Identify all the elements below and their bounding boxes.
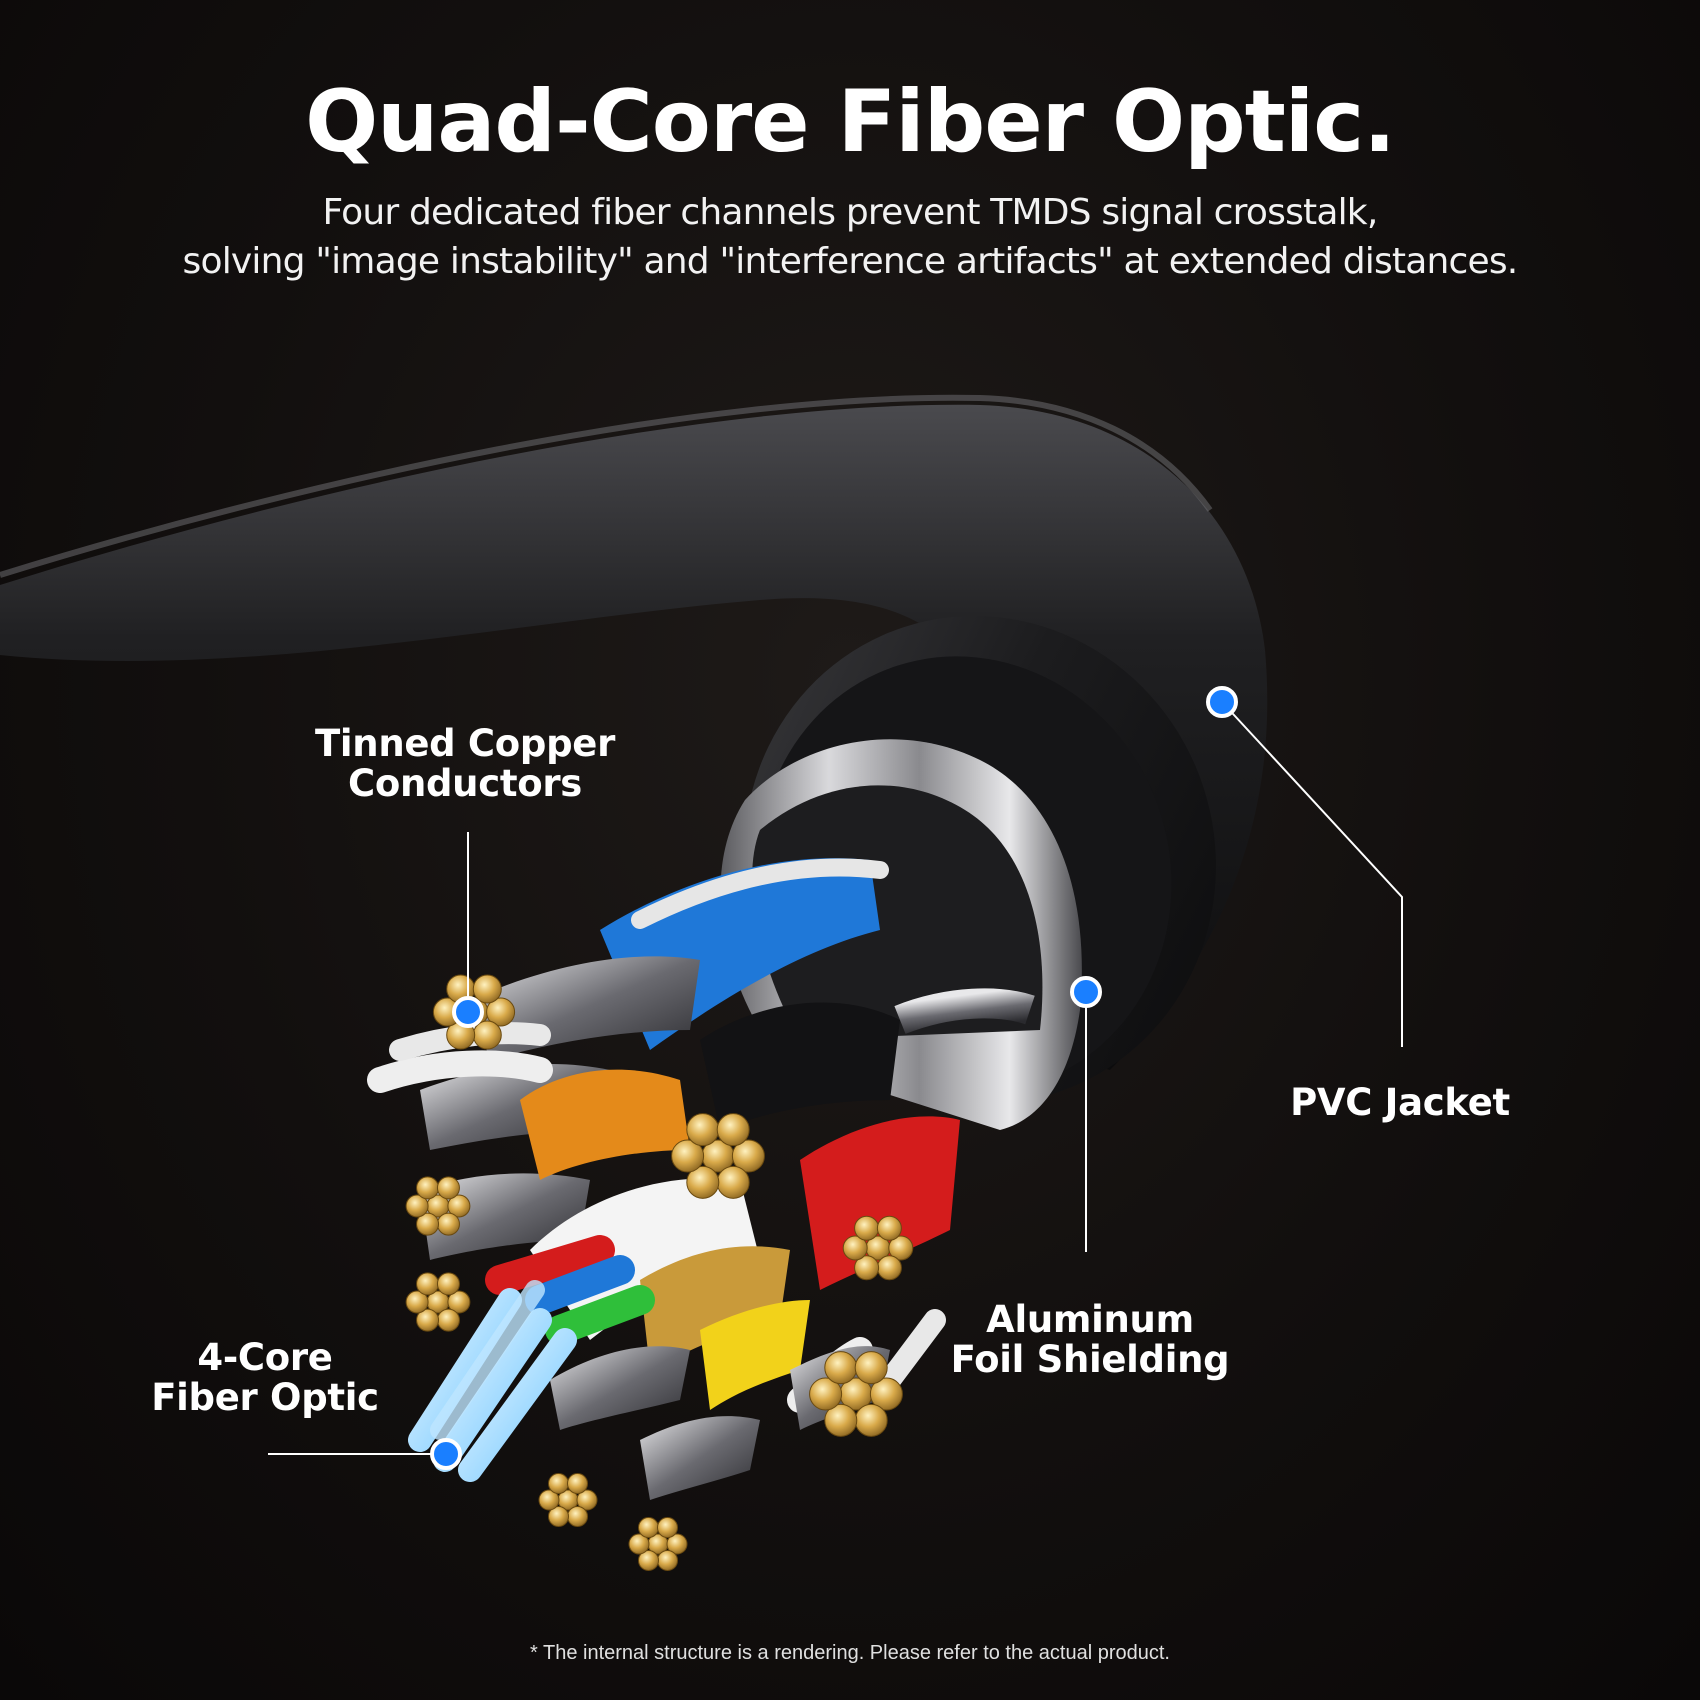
conductor-strand-cluster	[671, 1113, 765, 1199]
callout-markers	[430, 686, 1238, 1470]
conductor-strand	[436, 1212, 460, 1236]
conductor-strand	[716, 1113, 750, 1147]
conductor-strand	[472, 974, 502, 1004]
conductor-strand-cluster	[405, 1272, 471, 1332]
conductor-strand	[472, 1020, 502, 1050]
conductor-strand	[405, 1194, 429, 1218]
conductor-strand	[567, 1473, 588, 1495]
conductor-strand	[486, 997, 516, 1027]
conductor-strand	[405, 1290, 429, 1314]
conductor-strand	[854, 1255, 880, 1281]
label-pvc-jacket: PVC Jacket	[1290, 1081, 1510, 1124]
rendering-disclaimer: * The internal structure is a rendering.…	[530, 1642, 1170, 1664]
conductor-strand-cluster	[628, 1517, 688, 1571]
conductor-strand	[716, 1165, 750, 1199]
page-subtitle: Four dedicated fiber channels prevent TM…	[0, 188, 1700, 286]
tinned-copper-conductor-ends	[405, 974, 914, 1571]
conductor-strand	[416, 1212, 440, 1236]
conductor-strand-cluster	[405, 1176, 471, 1236]
subtitle-line-2: solving "image instability" and "interfe…	[182, 241, 1519, 282]
conductor-strand	[854, 1403, 888, 1437]
conductor-strand	[548, 1505, 569, 1527]
copper-marker	[452, 996, 484, 1028]
conductor-strand	[854, 1351, 888, 1385]
conductor-strand	[731, 1139, 765, 1173]
conductor-strand-cluster	[809, 1351, 903, 1437]
conductor-strand	[416, 1308, 440, 1332]
jacket-marker	[1206, 686, 1238, 718]
conductor-strand	[416, 1176, 440, 1200]
label-tinned-copper-conductors: Tinned Copper Conductors	[314, 722, 616, 805]
conductor-strand	[824, 1351, 858, 1385]
conductor-strand	[576, 1489, 598, 1511]
conductor-strand	[538, 1489, 560, 1511]
conductor-strand	[686, 1113, 720, 1147]
conductor-strand	[628, 1533, 650, 1555]
callout-leaders	[268, 701, 1403, 1455]
conductor-strand	[842, 1235, 868, 1261]
conductor-strand	[888, 1235, 914, 1261]
conductor-strand	[666, 1533, 688, 1555]
conductor-strand	[567, 1505, 588, 1527]
conductor-strand	[436, 1176, 460, 1200]
conductor-strand	[824, 1403, 858, 1437]
conductor-strand	[447, 1290, 471, 1314]
conductor-strand	[671, 1139, 705, 1173]
subtitle-line-1: Four dedicated fiber channels prevent TM…	[322, 192, 1379, 233]
conductor-strand	[876, 1255, 902, 1281]
conductor-strand	[447, 1194, 471, 1218]
conductor-strand	[657, 1517, 678, 1539]
conductor-strand	[436, 1308, 460, 1332]
conductor-strand-cluster	[842, 1215, 914, 1281]
fiber-marker	[430, 1438, 462, 1470]
conductor-strand	[876, 1215, 902, 1241]
conductor-strand	[638, 1517, 659, 1539]
conductor-strand	[436, 1272, 460, 1296]
conductor-strand	[638, 1549, 659, 1571]
label-4-core-fiber-optic: 4-Core Fiber Optic	[151, 1336, 379, 1419]
fiber-optic-cores	[408, 1235, 655, 1482]
pvc-jacket-cable	[0, 394, 1268, 1105]
page-title: Quad-Core Fiber Optic.	[305, 72, 1396, 172]
conductor-strand-cluster	[538, 1473, 598, 1527]
label-aluminum-foil-shielding: Aluminum Foil Shielding	[950, 1298, 1230, 1381]
conductor-strand	[416, 1272, 440, 1296]
conductor-strand	[686, 1165, 720, 1199]
conductor-strand	[548, 1473, 569, 1495]
conductor-strand	[809, 1377, 843, 1411]
conductor-strand	[854, 1215, 880, 1241]
foil-marker	[1070, 976, 1102, 1008]
jacket-leader-line	[1221, 701, 1403, 1047]
conductor-strand	[657, 1549, 678, 1571]
conductor-strand	[869, 1377, 903, 1411]
